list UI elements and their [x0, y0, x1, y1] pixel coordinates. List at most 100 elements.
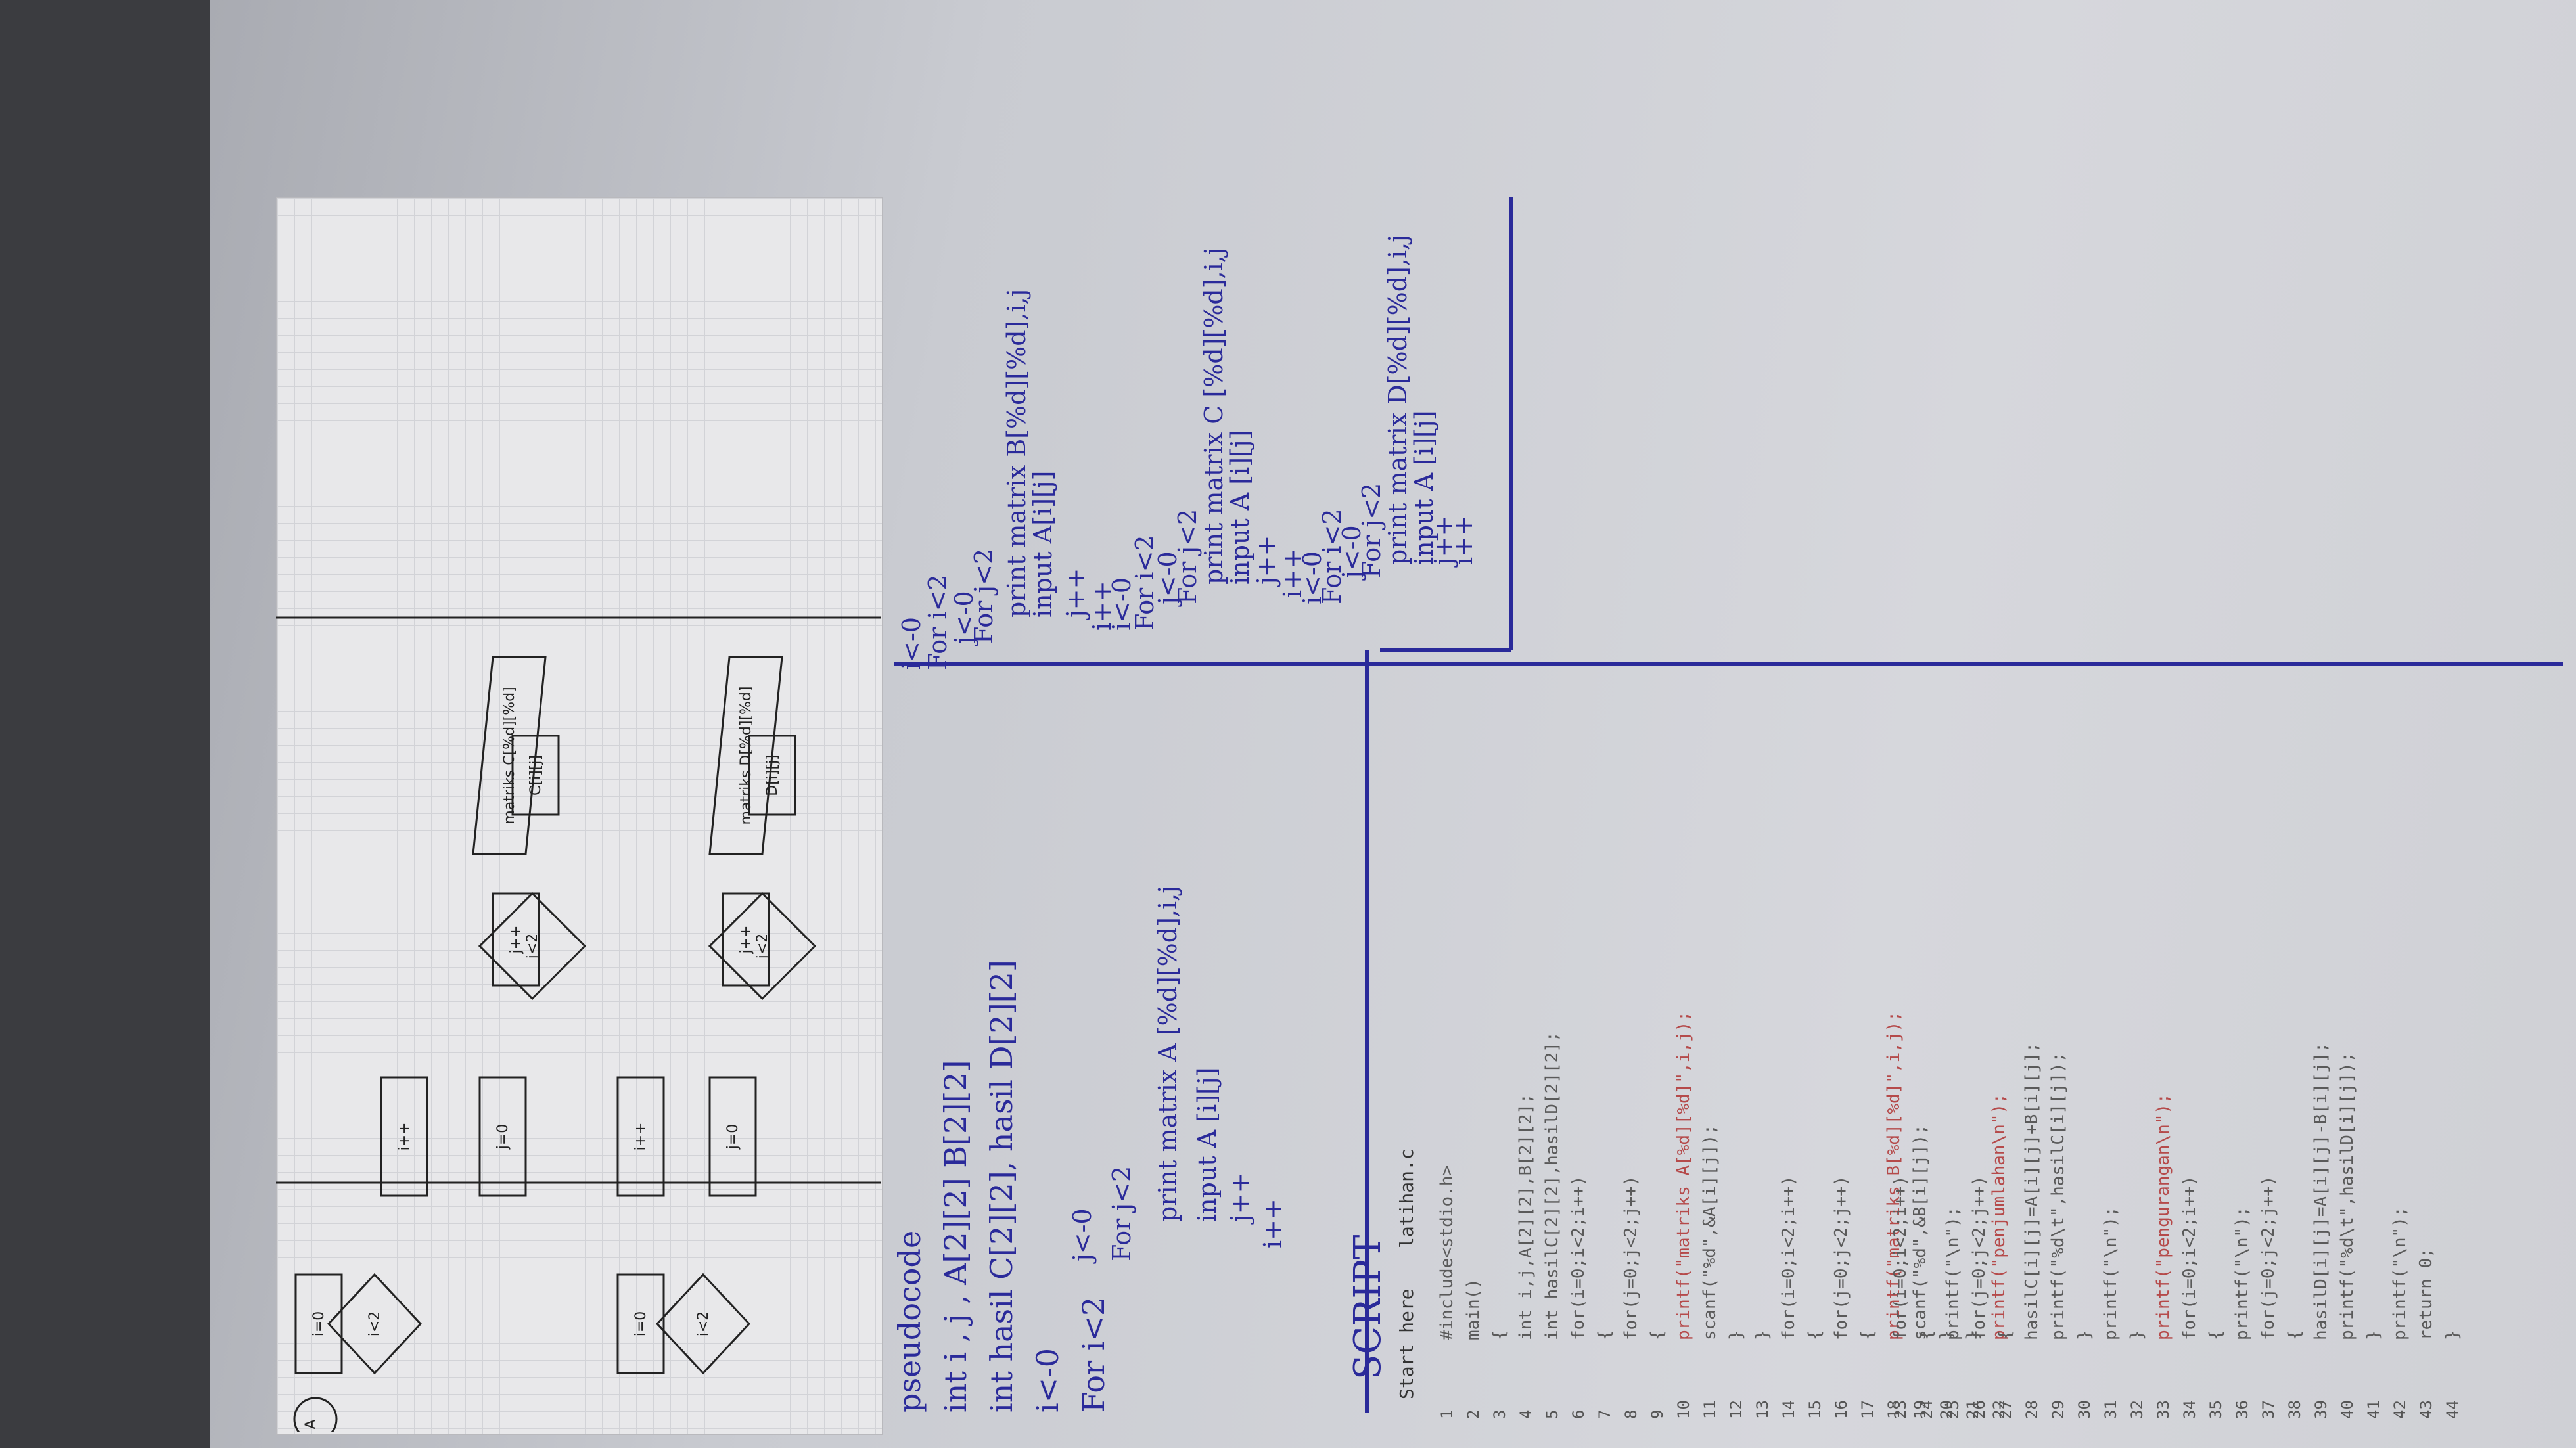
block2-line-1: i<-0 — [897, 617, 926, 670]
editor2-line-number-21: 43 — [2417, 1400, 2435, 1419]
editor-code-line-2: main() — [1463, 1278, 1483, 1340]
editor-code-line-19: scanf("%d",&B[i][j]); — [1910, 1124, 1930, 1340]
block1-line-3: print matrix A [%d][%d],i,j — [1153, 886, 1182, 1222]
editor-code-line-22: printf("penjumlahan\n"); — [1989, 1093, 2009, 1340]
editor-line-number-15: 15 — [1806, 1400, 1824, 1419]
flowchart-start-connector: A — [303, 1419, 319, 1429]
block1-line-4: input A [i][j] — [1193, 1067, 1222, 1222]
pseudocode-line-4: For i<2 — [1076, 1297, 1111, 1413]
block3-line-8: i++ — [1278, 548, 1307, 598]
editor2-code-line-1: for(i=0;i<2;i++) — [1891, 1176, 1910, 1340]
editor-code-line-21: } — [1963, 1330, 1983, 1340]
editor-code-line-3: { — [1490, 1330, 1509, 1340]
editor-code-line-8: for(j=0;j<2;j++) — [1621, 1176, 1641, 1340]
editor-code-line-1: #include<stdio.h> — [1437, 1165, 1457, 1340]
flowchart-i-cond-1: i<2 — [367, 1311, 383, 1337]
block2-line-2: For i<2 — [923, 574, 952, 670]
editor-line-number-16: 16 — [1832, 1400, 1851, 1419]
editor2-code-line-4: for(j=0;j<2;j++) — [1969, 1176, 1989, 1340]
editor-line-number-4: 4 — [1517, 1410, 1535, 1419]
block4-line-5: print matrix D[%d][%d],i,j — [1383, 235, 1412, 565]
editor-line-number-8: 8 — [1622, 1410, 1640, 1419]
block2-line-6: input A[i][j] — [1028, 471, 1057, 618]
editor-code-line-7: { — [1595, 1330, 1615, 1340]
editor2-code-line-15: for(j=0;j<2;j++) — [2259, 1176, 2278, 1340]
editor-code-line-12: } — [1726, 1330, 1746, 1340]
editor-line-number-10: 10 — [1674, 1400, 1693, 1419]
editor2-line-number-22: 44 — [2443, 1400, 2462, 1419]
editor-code-line-17: { — [1858, 1330, 1877, 1340]
editor2-line-number-4: 26 — [1970, 1400, 1989, 1419]
editor-code-line-4: int i,j,A[2][2],B[2][2]; — [1516, 1093, 1536, 1340]
editor-code-line-6: for(i=0;i<2;i++) — [1569, 1176, 1588, 1340]
editor-line-number-1: 1 — [1438, 1410, 1456, 1419]
editor-tab-start: Start here — [1396, 1288, 1417, 1399]
flowchart-d-cell: D[i][j] — [764, 754, 781, 796]
flowchart-output-d: matriks D[%d][%d] — [738, 687, 754, 825]
editor-tab-latihan: latihan.c — [1396, 1148, 1417, 1248]
editor-code-line-10: printf("matriks A[%d][%d]",i,j); — [1674, 1011, 1693, 1340]
editor2-code-line-10: } — [2127, 1330, 2147, 1340]
editor-line-number-11: 11 — [1701, 1400, 1719, 1419]
flowchart-i-inc-1: i++ — [396, 1123, 413, 1151]
block2-line-8: i++ — [1088, 581, 1116, 631]
editor-code-line-11: scanf("%d",&A[i][j]); — [1700, 1124, 1720, 1340]
editor2-code-line-13: { — [2206, 1330, 2226, 1340]
editor-line-number-14: 14 — [1780, 1400, 1798, 1419]
block4-line-1: i<-0 — [1298, 551, 1327, 604]
flowchart-j-inc-1: j++ — [508, 926, 524, 955]
block1-line-1: j<-0 — [1068, 1208, 1097, 1264]
editor-line-number-5: 5 — [1543, 1410, 1561, 1419]
editor2-line-number-18: 40 — [2338, 1400, 2357, 1419]
editor2-code-line-2: { — [1917, 1330, 1937, 1340]
block4-line-7: j++ — [1429, 516, 1458, 568]
pseudocode-line-1: int i , j , A[2][2] B[2][2] — [938, 1060, 973, 1413]
editor2-line-number-9: 31 — [2102, 1400, 2120, 1419]
editor-code-line-14: for(i=0;i<2;i++) — [1779, 1176, 1799, 1340]
block1-line-5: j++ — [1226, 1173, 1254, 1225]
editor2-line-number-15: 37 — [2259, 1400, 2278, 1419]
editor-line-number-2: 2 — [1464, 1410, 1483, 1419]
block2-line-7: j++ — [1061, 568, 1090, 620]
block3-line-4: For j<2 — [1173, 509, 1202, 604]
editor2-code-line-6: hasilC[i][j]=A[i][j]+B[i][j]; — [2022, 1042, 2042, 1340]
editor2-code-line-11: printf("pengurangan\n"); — [2153, 1093, 2173, 1340]
block2-line-3: j<-0 — [950, 591, 978, 646]
flowchart-i-init-1: i=0 — [311, 1311, 327, 1337]
editor2-code-line-20: printf("\n"); — [2390, 1207, 2410, 1341]
editor-line-number-19: 19 — [1911, 1400, 1929, 1419]
flowchart-j-cond-2: j<2 — [754, 934, 771, 960]
block2-line-4: For j<2 — [969, 549, 998, 644]
editor-code-line-20: } — [1937, 1330, 1956, 1340]
editor2-line-number-11: 33 — [2154, 1400, 2173, 1419]
flowchart-i-inc-2: i++ — [633, 1123, 649, 1151]
editor-line-number-20: 20 — [1937, 1400, 1956, 1419]
editor-code-line-18: printf("matriks B[%d][%d]",i,j); — [1884, 1011, 1904, 1340]
editor-line-number-18: 18 — [1885, 1400, 1903, 1419]
flowchart-output-c: matriks C[%d][%d] — [501, 687, 518, 824]
editor2-line-number-6: 28 — [2023, 1400, 2041, 1419]
editor2-code-line-7: printf("%d\t",hasilC[i][j]); — [2048, 1052, 2068, 1340]
editor2-code-line-19: } — [2364, 1330, 2383, 1340]
editor-code-line-13: } — [1753, 1330, 1772, 1340]
editor2-line-number-1: 23 — [1891, 1400, 1910, 1419]
flowchart-sheet — [276, 197, 883, 1435]
editor2-code-line-14: printf("\n"); — [2232, 1207, 2252, 1341]
pseudocode-title: pseudocode — [892, 1231, 927, 1413]
editor2-line-number-12: 34 — [2180, 1400, 2199, 1419]
editor-code-line-15: { — [1805, 1330, 1825, 1340]
editor2-line-number-5: 27 — [1996, 1400, 2015, 1419]
flowchart-c-cell: C[i][j] — [528, 755, 544, 796]
flowchart-j-init-1: j=0 — [495, 1124, 511, 1150]
block4-line-3: j<-0 — [1337, 525, 1366, 581]
block4-line-6: input A [i][j] — [1410, 410, 1438, 565]
flowchart-i-cond-2: i<2 — [695, 1311, 712, 1337]
block3-line-2: For i<2 — [1130, 535, 1159, 631]
editor-code-line-5: int hasilC[2][2],hasilD[2][2]; — [1542, 1031, 1562, 1340]
editor-line-number-17: 17 — [1858, 1400, 1877, 1419]
editor2-line-number-13: 35 — [2207, 1400, 2225, 1419]
editor-code-line-16: for(j=0;j<2;j++) — [1831, 1176, 1851, 1340]
editor2-code-line-17: hasilD[i][j]=A[i][j]-B[i][j]; — [2311, 1042, 2331, 1340]
